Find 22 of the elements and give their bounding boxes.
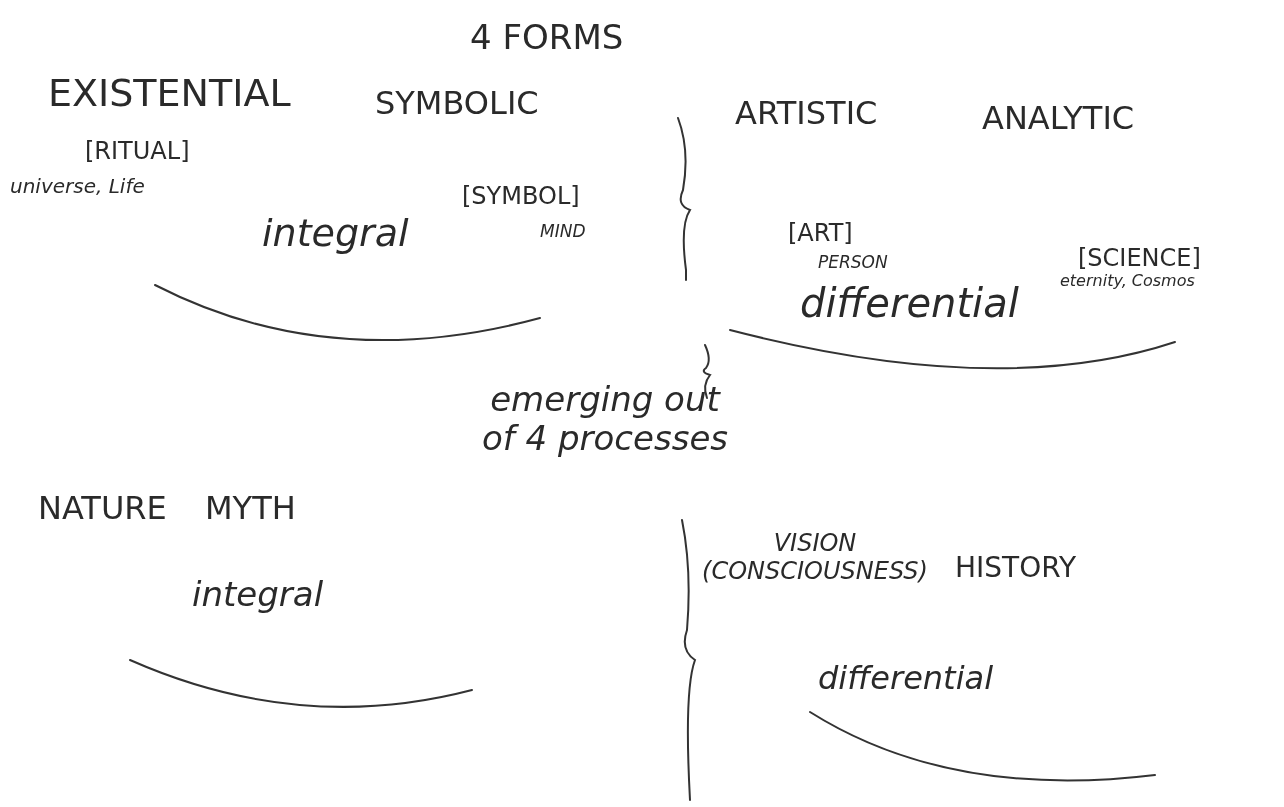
heading: SYMBOLIC (375, 85, 539, 122)
label: differential (818, 660, 994, 697)
bracketed-label: [RITUAL] (85, 138, 190, 166)
heading: ARTISTIC (735, 95, 878, 132)
label: integral (262, 212, 409, 256)
heading: ANALYTIC (982, 100, 1135, 137)
heading: HISTORY (955, 552, 1076, 585)
label: integral (192, 575, 324, 615)
heading: MYTH (205, 490, 296, 527)
label: emerging out of 4 processes (480, 380, 730, 459)
label: universe, Life (10, 175, 145, 198)
bracketed-label: [SCIENCE] (1078, 245, 1201, 273)
label: differential (800, 280, 1019, 326)
heading: NATURE (38, 490, 167, 527)
label: eternity, Cosmos (1060, 272, 1195, 291)
title: 4 FORMS (470, 18, 624, 58)
label: PERSON (818, 253, 888, 273)
bracketed-label: [SYMBOL] (462, 183, 580, 211)
label: MIND (540, 222, 586, 242)
heading: EXISTENTIAL (48, 72, 291, 116)
bracketed-label: [ART] (788, 220, 853, 248)
label: VISION (CONSCIOUSNESS) (701, 530, 929, 586)
